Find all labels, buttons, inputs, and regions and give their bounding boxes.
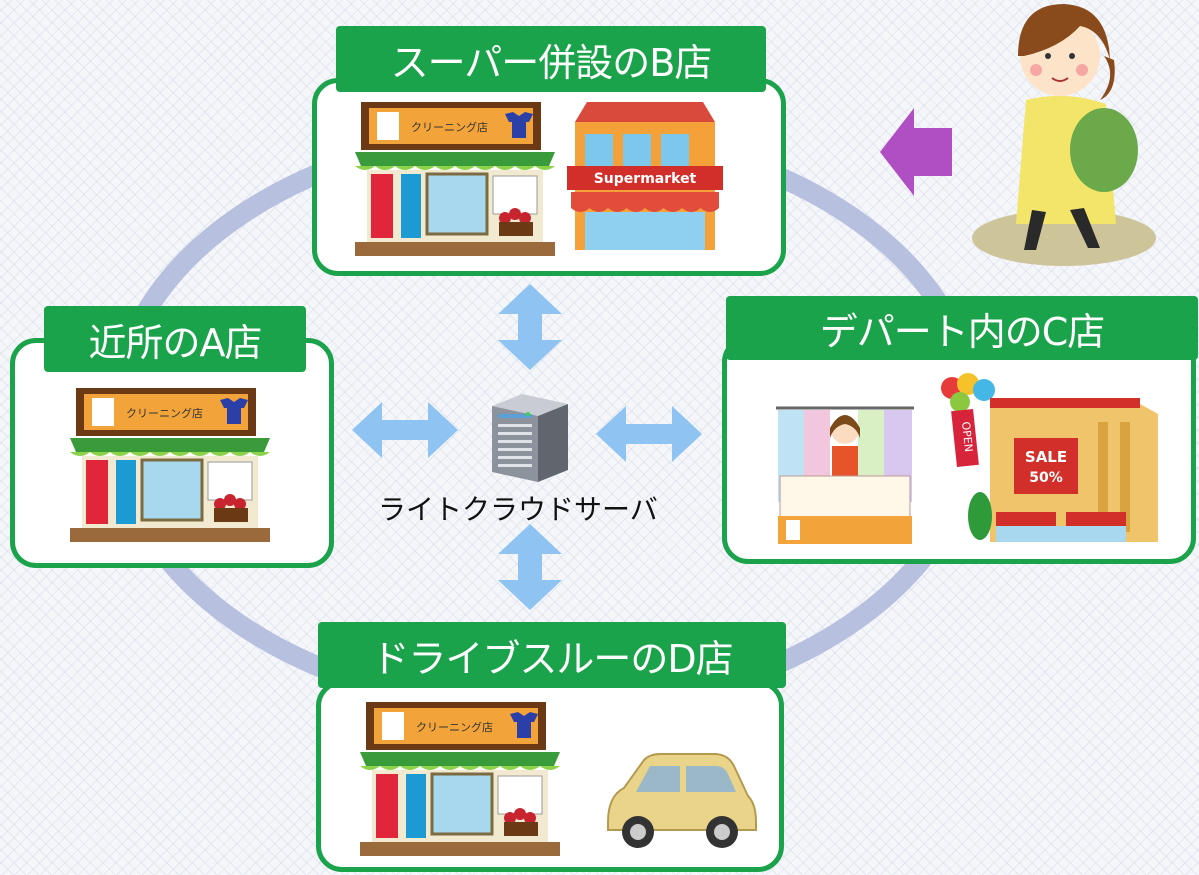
open-flag-text: OPEN xyxy=(959,421,975,453)
car-illustration xyxy=(607,753,757,848)
arrow-left-right-right xyxy=(596,406,702,462)
store-d-label: ドライブスルーのD店 xyxy=(318,622,786,688)
store-c-label: デパート内のC店 xyxy=(726,296,1198,360)
store-a-label: 近所のA店 xyxy=(44,306,306,372)
arrow-left-purple xyxy=(880,108,952,196)
server-icon xyxy=(492,394,568,482)
sale-percent-text: 50% xyxy=(1029,470,1063,486)
arrow-up-down-bottom xyxy=(498,524,562,610)
arrow-left-right-left xyxy=(352,402,458,458)
cleaning-shop-illustration-b: クリーニング店 xyxy=(355,102,555,256)
customer-illustration xyxy=(972,4,1156,266)
arrow-up-down-top xyxy=(498,284,562,370)
supermarket-sign-text: Supermarket xyxy=(594,171,697,187)
cleaning-shop-illustration-d: クリーニング店 xyxy=(360,702,560,856)
shop-sign-text: クリーニング店 xyxy=(416,720,493,734)
server-label: ライトクラウドサーバ xyxy=(378,493,658,526)
store-b-label: スーパー併設のB店 xyxy=(336,26,766,92)
department-store-illustration: OPEN SALE 50% xyxy=(941,373,1158,542)
department-counter-illustration xyxy=(776,406,914,544)
sale-text: SALE xyxy=(1025,448,1067,466)
shop-sign-text: クリーニング店 xyxy=(411,120,488,134)
shop-sign-text: クリーニング店 xyxy=(126,406,203,420)
supermarket-illustration: Supermarket xyxy=(567,102,723,250)
cleaning-shop-illustration-a: クリーニング店 xyxy=(70,388,270,542)
